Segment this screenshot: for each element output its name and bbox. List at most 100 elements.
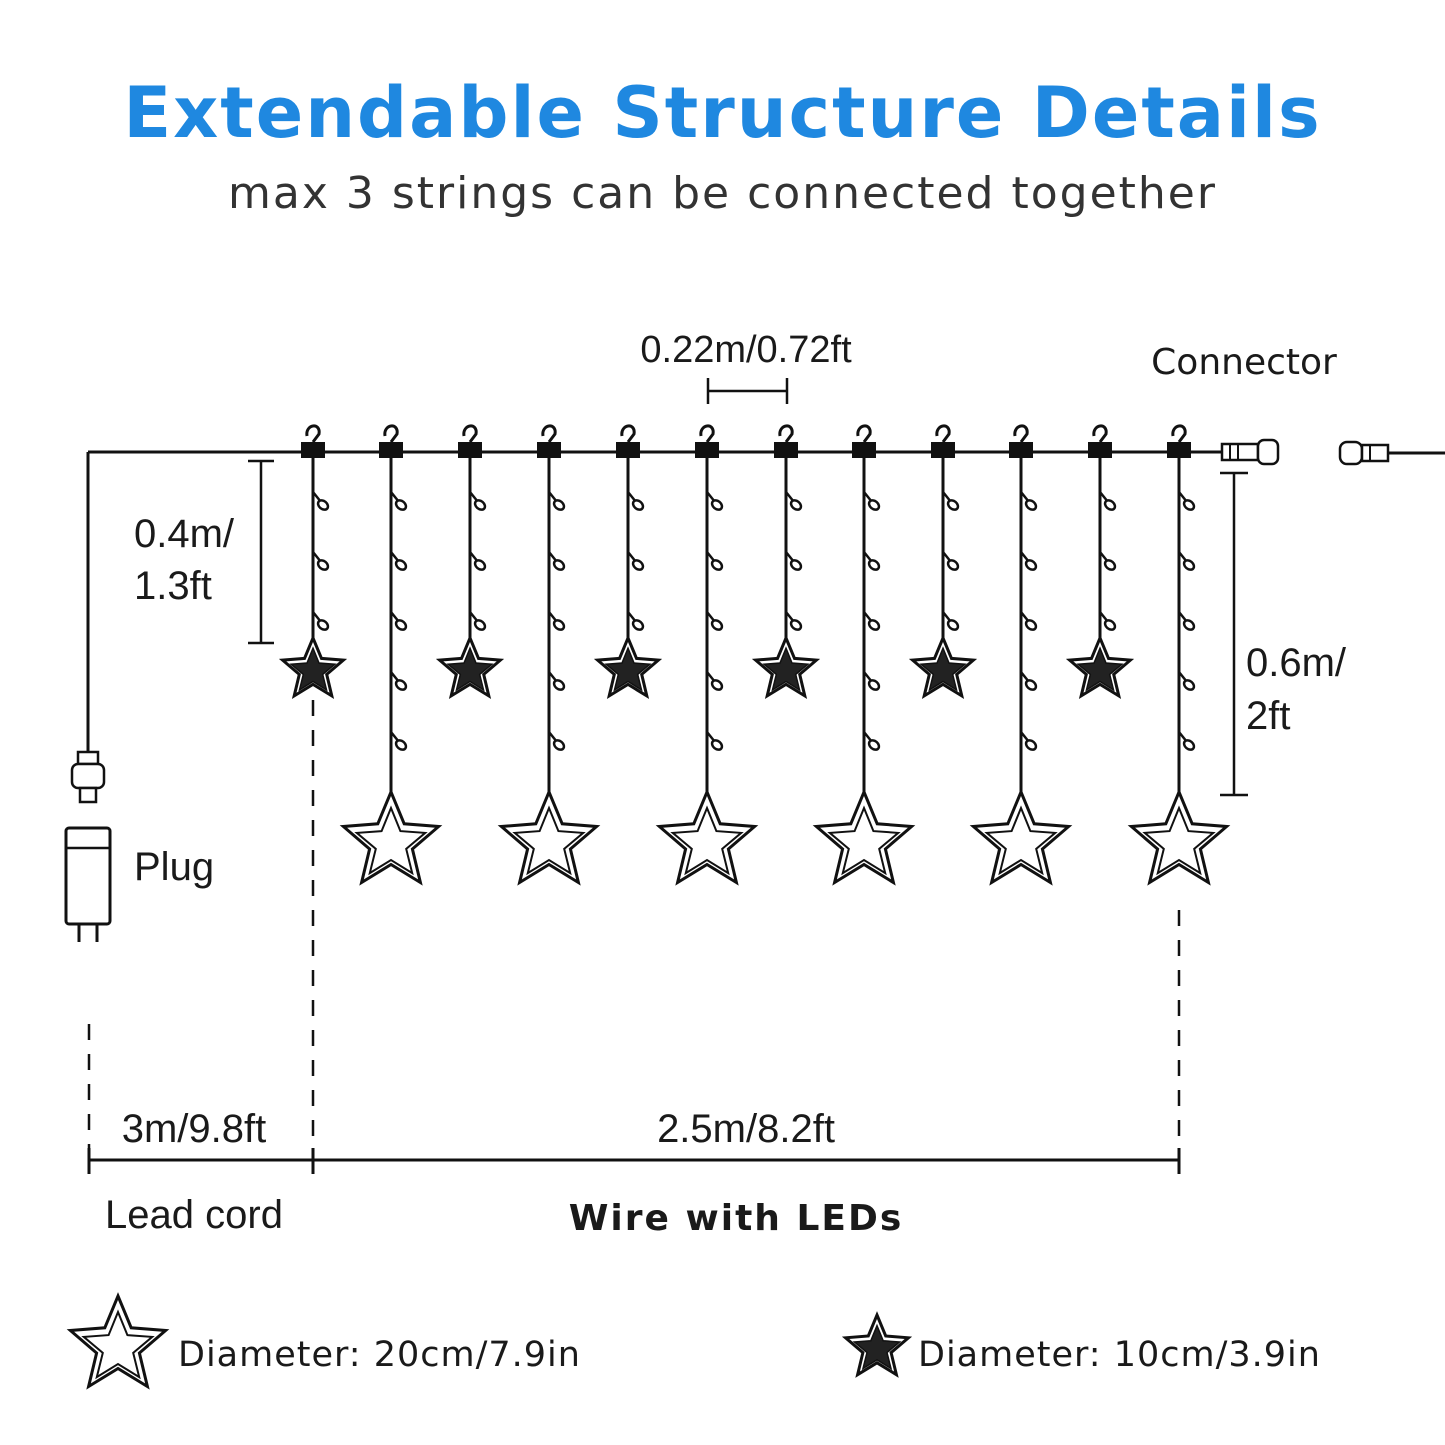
led-bulb bbox=[1177, 490, 1198, 513]
led-bulb bbox=[547, 670, 568, 693]
star-outline-small-icon bbox=[841, 1311, 913, 1378]
spacing-dimension bbox=[706, 378, 789, 404]
led-bulb bbox=[1019, 490, 1040, 513]
hook-icon bbox=[772, 424, 800, 460]
hook-icon bbox=[377, 424, 405, 460]
led-bulb bbox=[941, 610, 962, 633]
wire-with-leds-label: Wire with LEDs bbox=[569, 1198, 904, 1239]
led-bulb bbox=[1177, 550, 1198, 573]
page-title: Extendable Structure Details bbox=[123, 72, 1322, 154]
large-star bbox=[812, 788, 916, 886]
page-subtitle: max 3 strings can be connected together bbox=[228, 168, 1217, 219]
long-drop bbox=[1127, 424, 1231, 886]
spacing-label: 0.22m/0.72ft bbox=[640, 329, 852, 371]
led-bulb bbox=[862, 670, 883, 693]
lead-length-label: 3m/9.8ft bbox=[122, 1107, 267, 1151]
star-outline-large-icon bbox=[66, 1292, 170, 1390]
short-drop bbox=[908, 424, 978, 700]
legend-small-star-label: Diameter: 10cm/3.9in bbox=[918, 1335, 1321, 1375]
long-drop bbox=[655, 424, 759, 886]
led-bulb bbox=[1098, 490, 1119, 513]
led-bulb bbox=[862, 490, 883, 513]
short-drop-label-line1: 0.4m/ bbox=[134, 512, 235, 556]
legend-large-star-label: Diameter: 20cm/7.9in bbox=[178, 1335, 581, 1375]
led-bulb bbox=[311, 490, 332, 513]
short-drop-dimension bbox=[248, 459, 274, 645]
led-bulb bbox=[1098, 550, 1119, 573]
hook-icon bbox=[299, 424, 327, 460]
long-drop bbox=[812, 424, 916, 886]
long-drop-label-line1: 0.6m/ bbox=[1246, 641, 1347, 685]
small-star bbox=[593, 634, 663, 700]
led-bulb bbox=[389, 730, 410, 753]
hook-icon bbox=[1086, 424, 1114, 460]
led-bulb bbox=[547, 730, 568, 753]
short-drop bbox=[1065, 424, 1135, 700]
led-bulb bbox=[784, 550, 805, 573]
lead-cord-label: Lead cord bbox=[105, 1193, 283, 1237]
connector-socket-icon bbox=[1338, 440, 1445, 466]
short-drop bbox=[278, 424, 348, 700]
led-bulb bbox=[547, 550, 568, 573]
led-bulb bbox=[705, 610, 726, 633]
led-bulb bbox=[941, 550, 962, 573]
hook-icon bbox=[850, 424, 878, 460]
led-bulb bbox=[784, 610, 805, 633]
led-bulb bbox=[1019, 730, 1040, 753]
led-bulb bbox=[389, 610, 410, 633]
led-bulb bbox=[1019, 550, 1040, 573]
led-bulb bbox=[705, 490, 726, 513]
led-bulb bbox=[468, 550, 489, 573]
connector-icon bbox=[1220, 438, 1280, 466]
small-star bbox=[278, 634, 348, 700]
small-star bbox=[1065, 634, 1135, 700]
led-bulb bbox=[862, 610, 883, 633]
small-star bbox=[435, 634, 505, 700]
led-bulb bbox=[389, 490, 410, 513]
led-bulb bbox=[705, 550, 726, 573]
wire-length-label: 2.5m/8.2ft bbox=[657, 1107, 835, 1151]
led-bulb bbox=[626, 490, 647, 513]
hook-icon bbox=[1165, 424, 1193, 460]
plug-socket-icon bbox=[70, 750, 106, 804]
led-bulb bbox=[389, 670, 410, 693]
length-dimension bbox=[87, 1148, 1181, 1174]
led-bulb bbox=[468, 610, 489, 633]
led-bulb bbox=[547, 610, 568, 633]
long-drop-label-line2: 2ft bbox=[1246, 694, 1290, 738]
hook-icon bbox=[456, 424, 484, 460]
large-star bbox=[655, 788, 759, 886]
large-star bbox=[1127, 788, 1231, 886]
led-bulb bbox=[389, 550, 410, 573]
led-bulb bbox=[547, 490, 568, 513]
led-bulb bbox=[862, 730, 883, 753]
long-drop bbox=[339, 424, 443, 886]
led-bulb bbox=[626, 610, 647, 633]
long-drop-dimension bbox=[1220, 471, 1248, 797]
led-bulb bbox=[705, 670, 726, 693]
long-drop bbox=[969, 424, 1073, 886]
led-bulb bbox=[468, 490, 489, 513]
large-star bbox=[339, 788, 443, 886]
led-bulb bbox=[311, 610, 332, 633]
led-bulb bbox=[941, 490, 962, 513]
led-bulb bbox=[1019, 670, 1040, 693]
led-bulb bbox=[1177, 670, 1198, 693]
short-drop bbox=[435, 424, 505, 700]
short-drop-label-line2: 1.3ft bbox=[134, 564, 212, 608]
large-star bbox=[969, 788, 1073, 886]
led-bulb bbox=[705, 730, 726, 753]
large-star bbox=[497, 788, 601, 886]
led-bulb bbox=[1177, 610, 1198, 633]
hook-icon bbox=[1007, 424, 1035, 460]
short-drop bbox=[751, 424, 821, 700]
hook-icon bbox=[693, 424, 721, 460]
plug-label: Plug bbox=[134, 845, 214, 889]
led-bulb bbox=[1019, 610, 1040, 633]
led-bulb bbox=[626, 550, 647, 573]
hook-icon bbox=[614, 424, 642, 460]
hook-icon bbox=[929, 424, 957, 460]
connector-label: Connector bbox=[1151, 342, 1337, 383]
